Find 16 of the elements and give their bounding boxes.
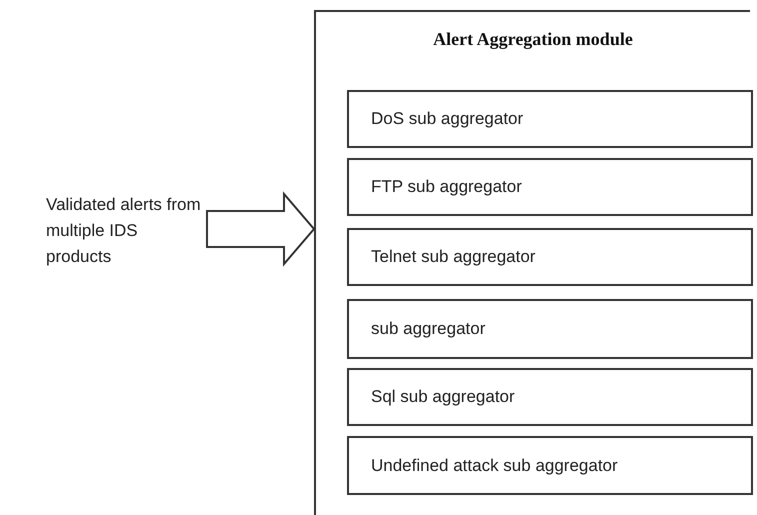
process-box <box>347 299 753 359</box>
module-title: Alert Aggregation module <box>432 28 634 51</box>
box-label: Telnet sub aggregator <box>371 246 536 268</box>
box-label: DoS sub aggregator <box>371 108 524 130</box>
box-label: FTP sub aggregator <box>371 176 522 198</box>
process-box <box>347 368 753 426</box>
box-label: Sql sub aggregator <box>371 386 515 408</box>
module-box <box>314 10 750 515</box>
box-label: Undefined attack sub aggregator <box>371 454 618 476</box>
process-box <box>347 228 753 286</box>
box-label: sub aggregator <box>371 318 486 340</box>
process-box <box>347 90 753 148</box>
process-box <box>347 436 753 495</box>
input-label: Validated alerts from multiple IDS products <box>46 194 202 268</box>
process-box <box>347 158 753 216</box>
block-arrow <box>206 191 316 267</box>
